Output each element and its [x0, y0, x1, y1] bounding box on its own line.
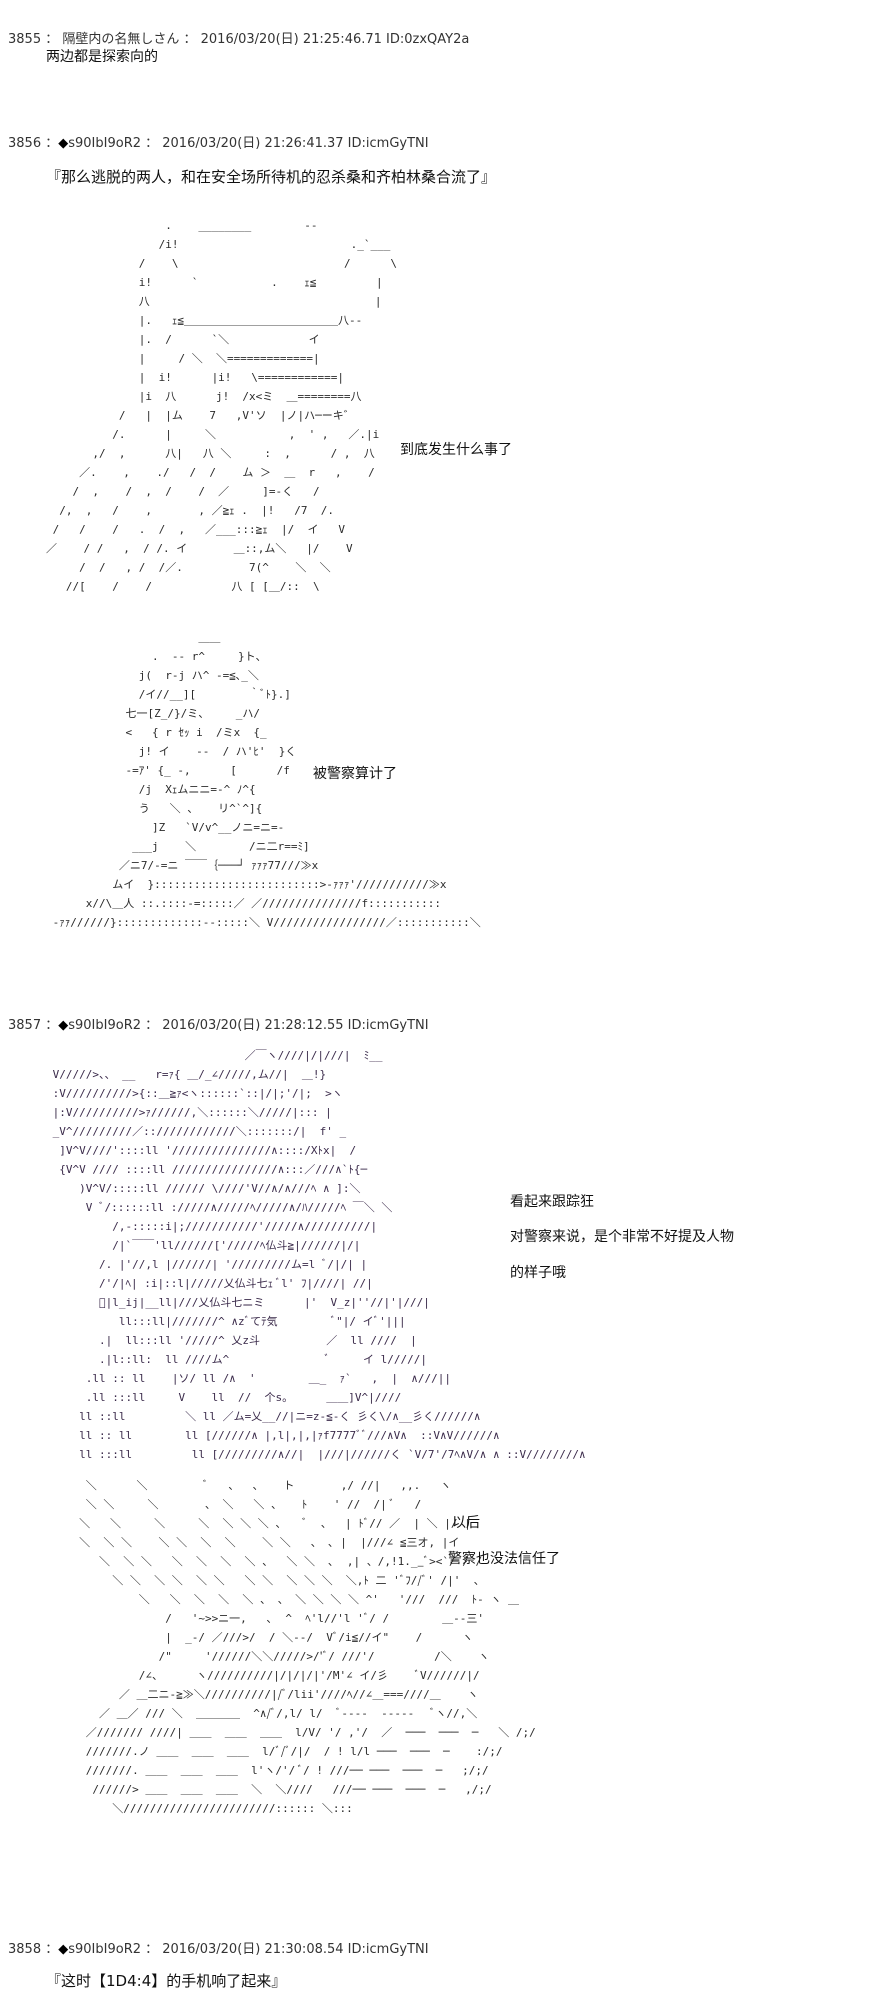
trip-mark: ◆	[58, 136, 69, 151]
poster-id: ID:icmGyTNI	[347, 1018, 429, 1033]
speech-caption: 的样子哦	[510, 1265, 566, 1281]
post-number: 3857	[8, 1018, 42, 1033]
speech-caption: 以后	[452, 1515, 480, 1531]
post-datetime: 2016/03/20(日) 21:30:08.54	[162, 1942, 344, 1957]
narration-quote: 『这时【1D4:4】的手机响了起来』	[46, 1972, 287, 1990]
post-header-3856: 3856 ：◆s90IbI9oR2 ： 2016/03/20(日) 21:26:…	[8, 136, 429, 151]
ascii-art-figure-4: ＼ ＼ ﾞ 、 、 ト ,/ //| ,,. ヽ ＼ ＼ ＼ 、 ＼ ＼ 、 ﾄ…	[79, 1479, 536, 1815]
speech-caption: 到底发生什么事了	[400, 442, 512, 458]
post-header-3858: 3858 ：◆s90IbI9oR2 ： 2016/03/20(日) 21:30:…	[8, 1942, 429, 1957]
narration-quote: 『那么逃脱的两人，和在安全场所待机的忍杀桑和齐柏林桑合流了』	[46, 168, 497, 186]
poster-id: ID:icmGyTNI	[347, 136, 429, 151]
post-body-3855: 两边都是探索向的	[46, 49, 158, 65]
speech-caption: 看起来跟踪狂	[510, 1194, 594, 1210]
post-datetime: 2016/03/20(日) 21:25:46.71	[200, 32, 382, 47]
post-datetime: 2016/03/20(日) 21:26:41.37	[162, 136, 344, 151]
poster-id: ID:icmGyTNI	[347, 1942, 429, 1957]
speech-caption: 被警察算计了	[313, 766, 397, 782]
ascii-art-figure-1: . ________ -- /i! ._`___ / \ / \ i! ` . …	[46, 219, 397, 593]
trip-mark: ◆	[58, 1942, 69, 1957]
poster-name: s90IbI9oR2	[68, 136, 141, 151]
ascii-art-figure-2: ＿＿ . -- r^ }ト、 j( r-j ハ^ -=≦､_＼ /イ//__][…	[52, 631, 481, 929]
trip-mark: ◆	[58, 1018, 69, 1033]
post-header-3857: 3857 ：◆s90IbI9oR2 ： 2016/03/20(日) 21:28:…	[8, 1018, 429, 1033]
post-number: 3855	[8, 32, 42, 47]
post-number: 3858	[8, 1942, 42, 1957]
poster-name: s90IbI9oR2	[68, 1018, 141, 1033]
post-number: 3856	[8, 136, 42, 151]
poster-id: ID:0zxQAY2a	[386, 32, 470, 47]
post-datetime: 2016/03/20(日) 21:28:12.55	[162, 1018, 344, 1033]
post-header-3855: 3855 ： 隔壁内の名無しさん ： 2016/03/20(日) 21:25:4…	[8, 32, 470, 47]
ascii-art-figure-3: ／￣ヽ////|/|///| ﾐ__ V/////>、、 __ r=ｧ{ ＿/_…	[52, 1049, 586, 1461]
speech-caption: 警察也没法信任了	[448, 1551, 560, 1567]
speech-caption: 对警察来说，是个非常不好提及人物	[510, 1229, 734, 1245]
poster-name: 隔壁内の名無しさん	[62, 32, 180, 47]
poster-name: s90IbI9oR2	[68, 1942, 141, 1957]
